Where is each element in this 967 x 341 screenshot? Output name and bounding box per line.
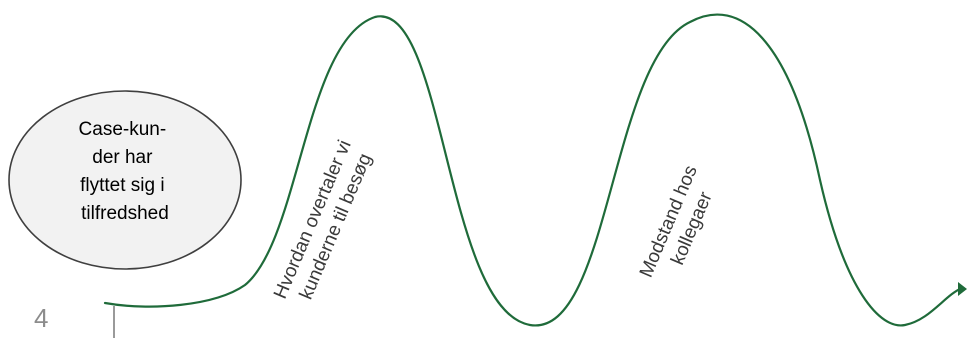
wave-curve: [103, 13, 964, 327]
bubble-line: der har: [92, 147, 153, 168]
curve-arrow-tip: [958, 282, 967, 296]
status-bubble: [8, 90, 242, 270]
bubble-line: Case-kun-: [79, 119, 167, 140]
page-number-divider: [113, 306, 115, 338]
peak-label-1: Hvordan overtaler vi kunderne til besøg: [270, 132, 380, 311]
page-number: 4: [34, 303, 49, 333]
bubble-line: tilfredshed: [81, 203, 169, 224]
bubble-line: flyttet sig i: [80, 175, 164, 196]
status-bubble-text: Case-kun- der har flyttet sig i tilfreds…: [79, 119, 172, 224]
peak-label-2: Modstand hos kollegaer: [636, 158, 726, 290]
